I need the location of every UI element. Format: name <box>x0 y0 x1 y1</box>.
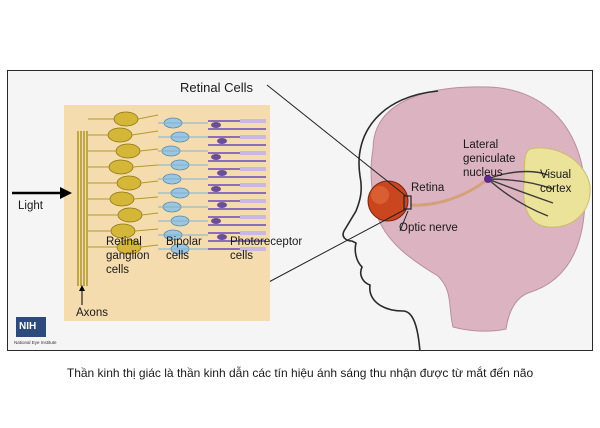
diagram-title: Retinal Cells <box>180 80 253 95</box>
visual-cortex-label: Visual cortex <box>540 169 572 195</box>
nih-subtitle: National Eye Institute <box>14 340 57 345</box>
figure-caption: Thần kinh thị giác là thần kinh dẫn các … <box>66 366 534 380</box>
light-label: Light <box>18 200 43 212</box>
diagram-svg <box>12 84 591 350</box>
photoreceptor-label: Photoreceptor cells <box>230 236 303 262</box>
axons-arrow <box>79 285 85 305</box>
lgn-nucleus <box>484 175 492 183</box>
retina-label: Retina <box>411 182 445 194</box>
retinal-diagram: Retinal Cells Light Retinal ganglion cel… <box>7 70 593 351</box>
lgn-label: Lateral geniculate nucleus <box>463 139 516 179</box>
optic-nerve <box>409 177 489 207</box>
photoreceptor-cells <box>208 119 266 251</box>
bipolar-label: Bipolar cells <box>166 236 202 262</box>
axons-label: Axons <box>76 307 108 319</box>
retina-box <box>403 195 412 210</box>
axon-bundle <box>77 131 88 286</box>
head-outline <box>342 90 439 350</box>
nih-logo: NIH <box>16 317 46 337</box>
ganglion-label: Retinal ganglion cells <box>106 236 150 276</box>
brain-shape <box>370 86 586 332</box>
light-arrow <box>12 187 72 199</box>
optic-nerve-label: Optic nerve <box>399 222 458 234</box>
retina-panel <box>64 105 270 321</box>
